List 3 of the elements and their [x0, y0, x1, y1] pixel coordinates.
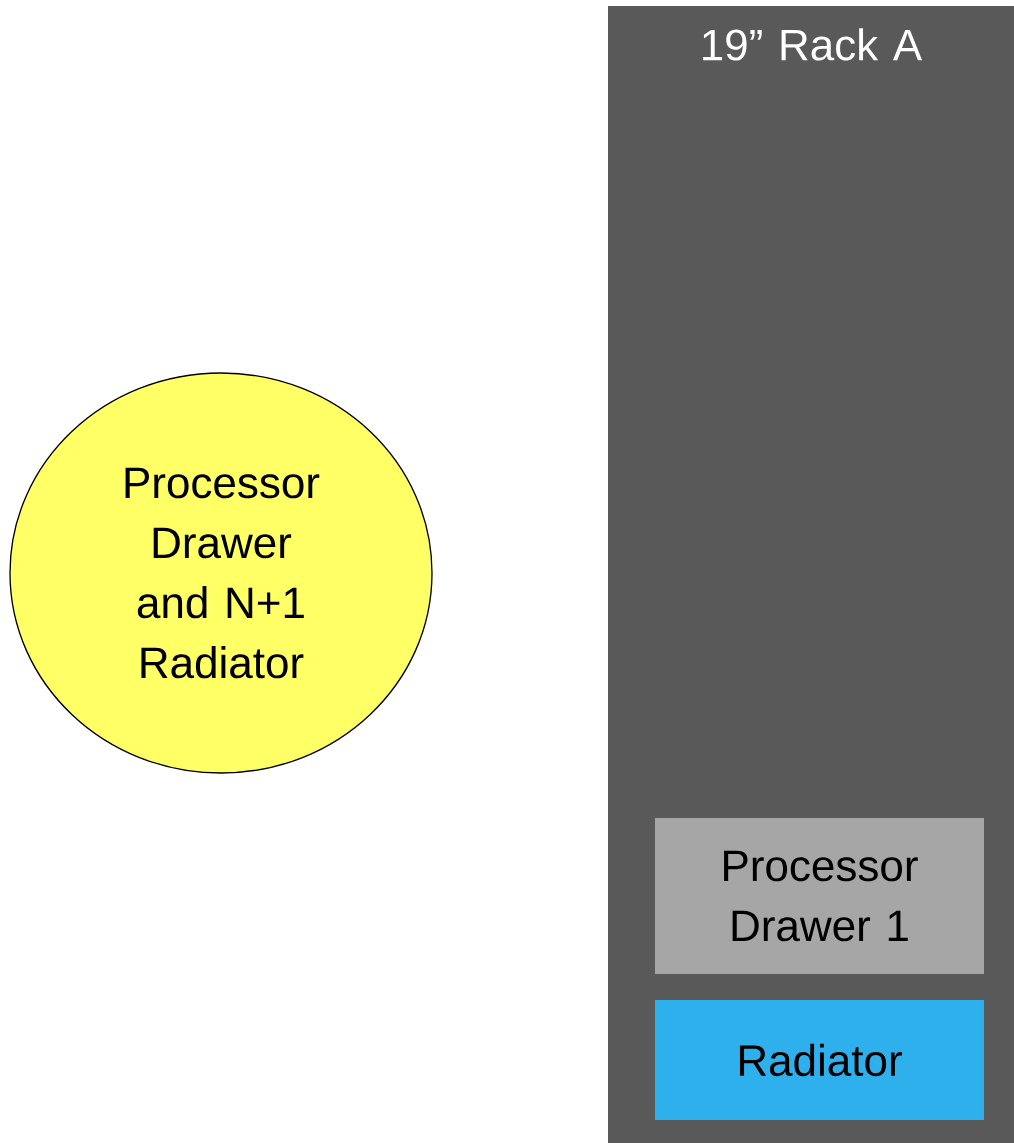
- ellipse-node: Processor Drawer and N+1 Radiator: [9, 372, 433, 774]
- radiator-box: Radiator: [655, 1000, 984, 1120]
- drawer-box: Processor Drawer 1: [655, 818, 984, 974]
